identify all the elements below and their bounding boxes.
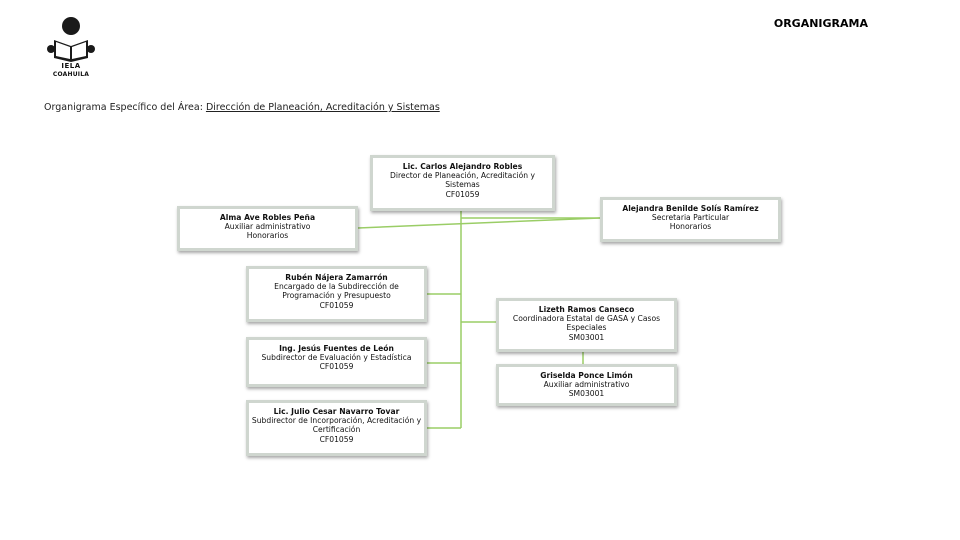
logo-text-iela: IELA: [61, 62, 81, 70]
node-aux1: Alma Ave Robles Peña Auxiliar administra…: [177, 206, 358, 251]
subtitle-area: Dirección de Planeación, Acreditación y …: [205, 102, 440, 113]
node-director-role2: Sistemas: [445, 180, 480, 190]
node-aux2: Griselda Ponce Limón Auxiliar administra…: [496, 364, 677, 406]
connector-aux1: [357, 217, 601, 229]
node-director-name: Lic. Carlos Alejandro Robles: [402, 162, 523, 171]
node-aux2-name: Griselda Ponce Limón: [540, 371, 633, 380]
node-incorporacion-role2: Certificación: [312, 425, 361, 435]
reading-person-icon: [47, 17, 95, 62]
node-evaluacion: Ing. Jesús Fuentes de León Subdirector d…: [246, 337, 427, 387]
node-coordinadora: Lizeth Ramos Canseco Coordinadora Estata…: [496, 298, 677, 352]
org-subtitle: Organigrama Específico del Área: Direcci…: [44, 102, 440, 113]
node-incorporacion-code: CF01059: [319, 434, 354, 444]
node-aux1-name: Alma Ave Robles Peña: [219, 213, 316, 222]
node-director: Lic. Carlos Alejandro Robles Director de…: [370, 155, 555, 211]
node-evaluacion-role: Subdirector de Evaluación y Estadística: [261, 353, 412, 363]
node-encargado-role: Encargado de la Subdirección de: [274, 282, 399, 292]
subtitle-prefix: Organigrama Específico del Área:: [44, 102, 206, 113]
node-encargado-code: CF01059: [319, 300, 354, 310]
node-secretaria-code: Honorarios: [669, 222, 712, 232]
logo-text-coahuila: COAHUILA: [52, 71, 90, 78]
node-coordinadora-role2: Especiales: [566, 323, 607, 333]
page-title: ORGANIGRAMA: [773, 17, 868, 30]
node-coordinadora-role: Coordinadora Estatal de GASA y Casos: [512, 314, 661, 324]
node-coordinadora-name: Lizeth Ramos Canseco: [538, 305, 635, 314]
node-evaluacion-code: CF01059: [319, 362, 354, 372]
node-incorporacion-name: Lic. Julio Cesar Navarro Tovar: [273, 407, 400, 416]
node-encargado: Rubén Nájera Zamarrón Encargado de la Su…: [246, 266, 427, 322]
node-aux2-role: Auxiliar administrativo: [543, 380, 630, 390]
node-evaluacion-name: Ing. Jesús Fuentes de León: [279, 344, 394, 353]
node-incorporacion: Lic. Julio Cesar Navarro Tovar Subdirect…: [246, 400, 427, 456]
node-secretaria: Alejandra Benilde Solís Ramírez Secretar…: [600, 197, 781, 242]
node-encargado-role2: Programación y Presupuesto: [282, 291, 391, 301]
node-incorporacion-role: Subdirector de Incorporación, Acreditaci…: [251, 416, 422, 426]
node-secretaria-name: Alejandra Benilde Solís Ramírez: [622, 204, 759, 213]
node-coordinadora-code: SM03001: [568, 332, 605, 342]
node-director-role: Director de Planeación, Acreditación y: [390, 171, 535, 181]
node-secretaria-role: Secretaria Particular: [651, 213, 730, 223]
node-encargado-name: Rubén Nájera Zamarrón: [285, 273, 388, 282]
node-aux2-code: SM03001: [568, 389, 605, 399]
logo: IELA COAHUILA: [46, 16, 96, 80]
node-director-code: CF01059: [445, 189, 480, 199]
node-aux1-role: Auxiliar administrativo: [224, 222, 311, 232]
node-aux1-code: Honorarios: [246, 231, 289, 241]
